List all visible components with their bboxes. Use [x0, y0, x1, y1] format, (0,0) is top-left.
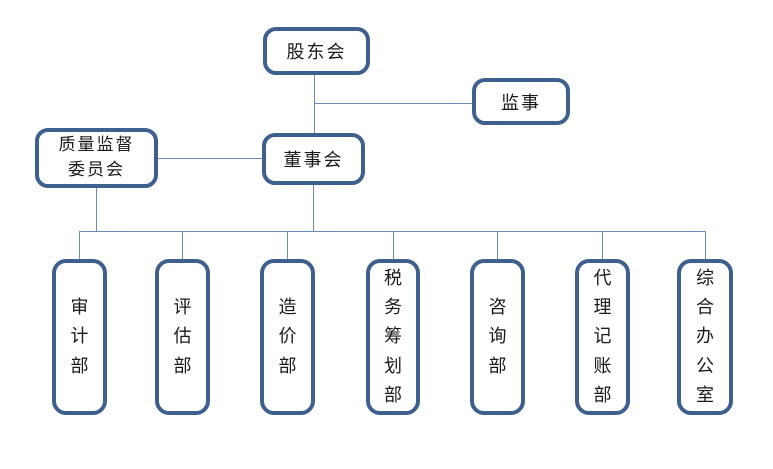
connector-drop-cost [287, 231, 288, 259]
node-dept-evaluation: 评估部 [155, 259, 210, 415]
node-supervisor: 监事 [472, 78, 570, 125]
connector-drop-consulting [497, 231, 498, 259]
node-dept-tax-planning-label: 税务筹划部 [384, 268, 402, 405]
connector-drop-evaluation [182, 231, 183, 259]
node-shareholders-label: 股东会 [286, 42, 347, 62]
node-supervisor-label: 监事 [501, 92, 541, 113]
node-dept-bookkeeping: 代理记账部 [575, 259, 630, 415]
node-board-of-directors: 董事会 [262, 133, 365, 185]
node-dept-cost: 造价部 [260, 259, 315, 415]
connector-committee-board [158, 158, 262, 159]
node-dept-evaluation-label: 评估部 [173, 297, 192, 376]
node-board-label: 董事会 [283, 150, 344, 170]
node-dept-consulting: 咨询部 [470, 259, 525, 415]
node-dept-audit: 审计部 [52, 259, 107, 415]
connector-committee-to-bus [96, 188, 97, 231]
connector-drop-general-office [705, 231, 706, 259]
connector-drop-tax-planning [393, 231, 394, 259]
node-committee-label-line1: 质量监督 [58, 135, 135, 155]
node-dept-general-office: 综合办公室 [677, 259, 733, 415]
node-quality-supervision-committee: 质量监督 委员会 [35, 128, 158, 188]
node-dept-audit-label: 审计部 [70, 297, 89, 376]
node-dept-tax-planning: 税务筹划部 [366, 259, 420, 415]
connector-drop-bookkeeping [602, 231, 603, 259]
node-committee-label: 质量监督 委员会 [59, 133, 135, 182]
connector-drop-audit [79, 231, 80, 259]
node-dept-consulting-label: 咨询部 [488, 297, 507, 376]
node-dept-cost-label: 造价部 [278, 297, 297, 376]
connector-shareholders-board [314, 75, 315, 133]
node-dept-general-office-label: 综合办公室 [696, 268, 714, 405]
node-shareholders-meeting: 股东会 [263, 27, 370, 75]
connector-board-to-bus [313, 185, 314, 231]
node-dept-bookkeeping-label: 代理记账部 [593, 268, 612, 405]
node-committee-label-line2: 委员会 [68, 160, 125, 179]
connector-shareholders-supervisor [314, 103, 472, 104]
connector-department-bus [79, 231, 706, 232]
